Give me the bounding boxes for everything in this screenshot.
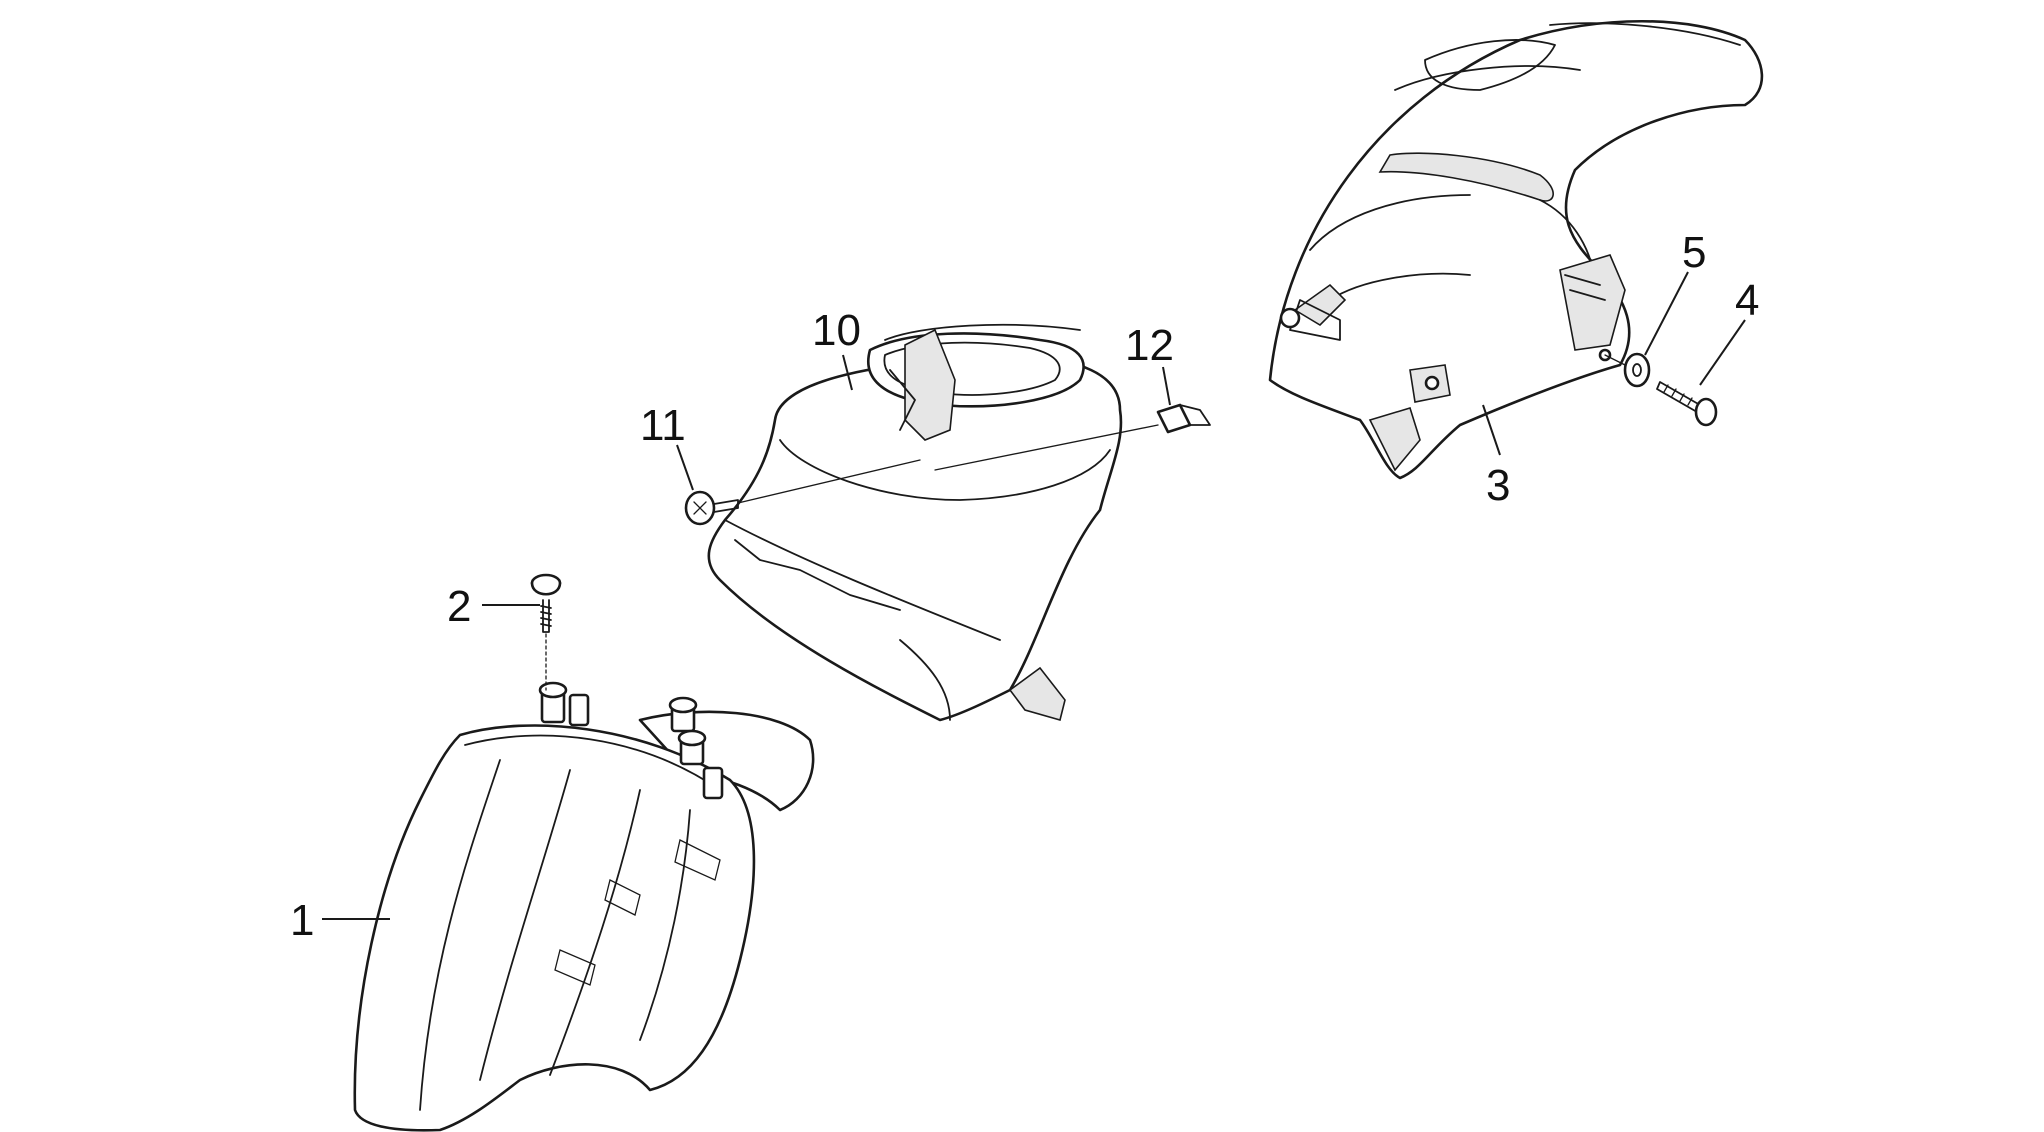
callout-12: 12 <box>1125 321 1174 406</box>
inner-liner-part-10 <box>707 323 1123 722</box>
screw-part-2 <box>530 573 562 691</box>
callout-3: 3 <box>1482 404 1510 510</box>
front-fender-part-1 <box>353 681 815 1132</box>
rear-fender-part-3 <box>1268 19 1764 480</box>
callout-label-2: 2 <box>447 582 471 631</box>
callout-5: 5 <box>1644 228 1706 356</box>
callout-label-12: 12 <box>1125 321 1174 370</box>
callout-label-10: 10 <box>812 306 861 355</box>
callout-label-3: 3 <box>1486 461 1510 510</box>
callouts: 1 2 3 4 5 10 11 12 <box>290 228 1759 945</box>
callout-4: 4 <box>1699 276 1759 386</box>
callout-1: 1 <box>290 896 390 945</box>
bolt-part-4 <box>1656 381 1718 427</box>
callout-label-11: 11 <box>640 401 686 450</box>
washer-part-5 <box>1604 352 1651 388</box>
screw-part-11 <box>684 459 921 526</box>
callout-11: 11 <box>640 401 694 491</box>
callout-10: 10 <box>812 306 861 391</box>
callout-label-1: 1 <box>290 896 314 945</box>
callout-label-4: 4 <box>1735 276 1759 325</box>
callout-label-5: 5 <box>1682 228 1706 277</box>
callout-2: 2 <box>447 582 540 631</box>
clip-nut-part-12 <box>934 403 1211 471</box>
